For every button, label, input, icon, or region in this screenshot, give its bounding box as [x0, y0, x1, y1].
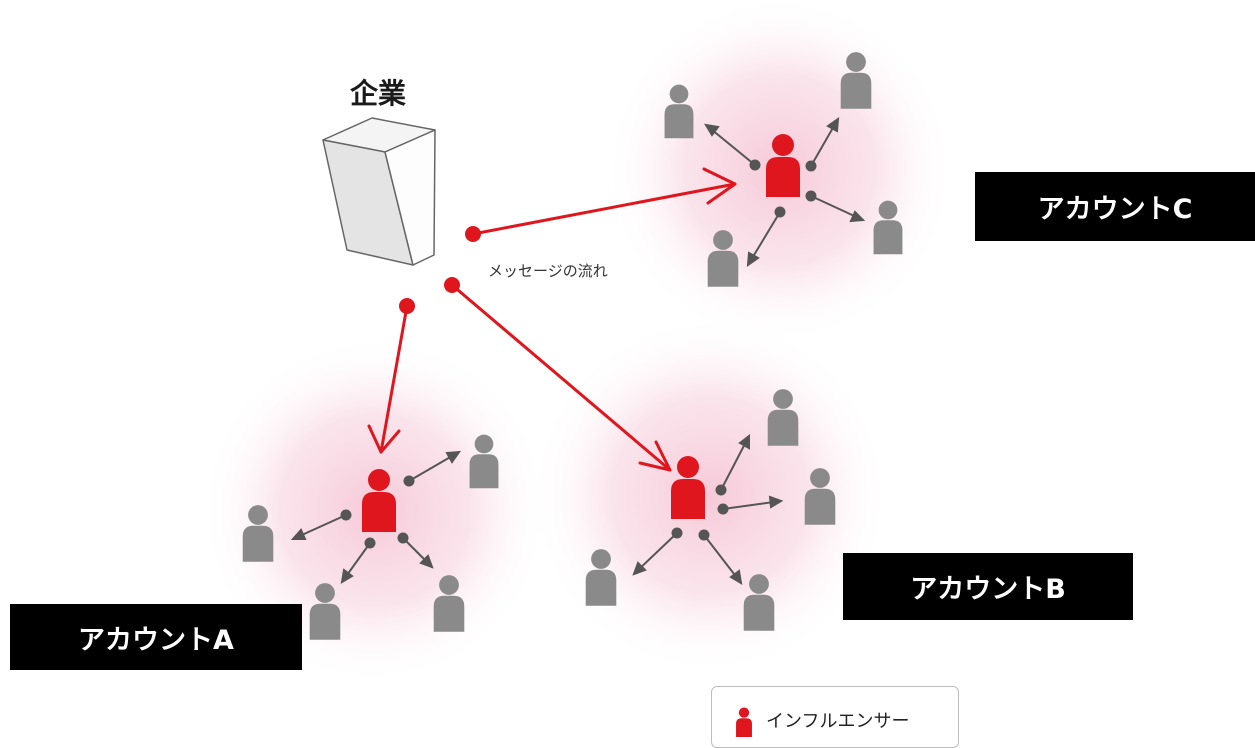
cluster-b	[585, 389, 836, 631]
account-a-label: アカウントA	[10, 604, 302, 670]
flow-arrow-a-head	[367, 424, 401, 454]
account-b-text: アカウントB	[910, 574, 1066, 605]
flow-arrow-c	[471, 182, 737, 236]
message-flow-arrows	[367, 167, 737, 472]
cluster-a	[242, 434, 499, 640]
account-a-text: アカウントA	[78, 624, 234, 656]
cluster-b-connectors	[632, 433, 784, 585]
account-c-label: アカウントC	[975, 172, 1255, 241]
company-building-icon	[322, 117, 436, 266]
influencer-legend-icon	[736, 707, 752, 737]
account-b-label: アカウントB	[843, 553, 1133, 620]
legend: インフルエンサー	[711, 686, 959, 748]
legend-label: インフルエンサー	[766, 711, 910, 732]
flow-arrow-c-head	[702, 167, 737, 205]
cluster-c	[664, 52, 903, 287]
flow-arrow-b-head	[638, 440, 672, 472]
flow-arrow-a	[379, 304, 409, 454]
flow-label: メッセージの流れ	[488, 262, 608, 280]
community-halo-b	[530, 315, 890, 675]
company-title: 企業	[350, 77, 406, 110]
account-c-text: アカウントC	[1037, 194, 1193, 225]
cluster-a-connectors	[290, 450, 462, 584]
cluster-c-connectors	[704, 116, 866, 268]
flow-arrow-b	[450, 283, 672, 472]
